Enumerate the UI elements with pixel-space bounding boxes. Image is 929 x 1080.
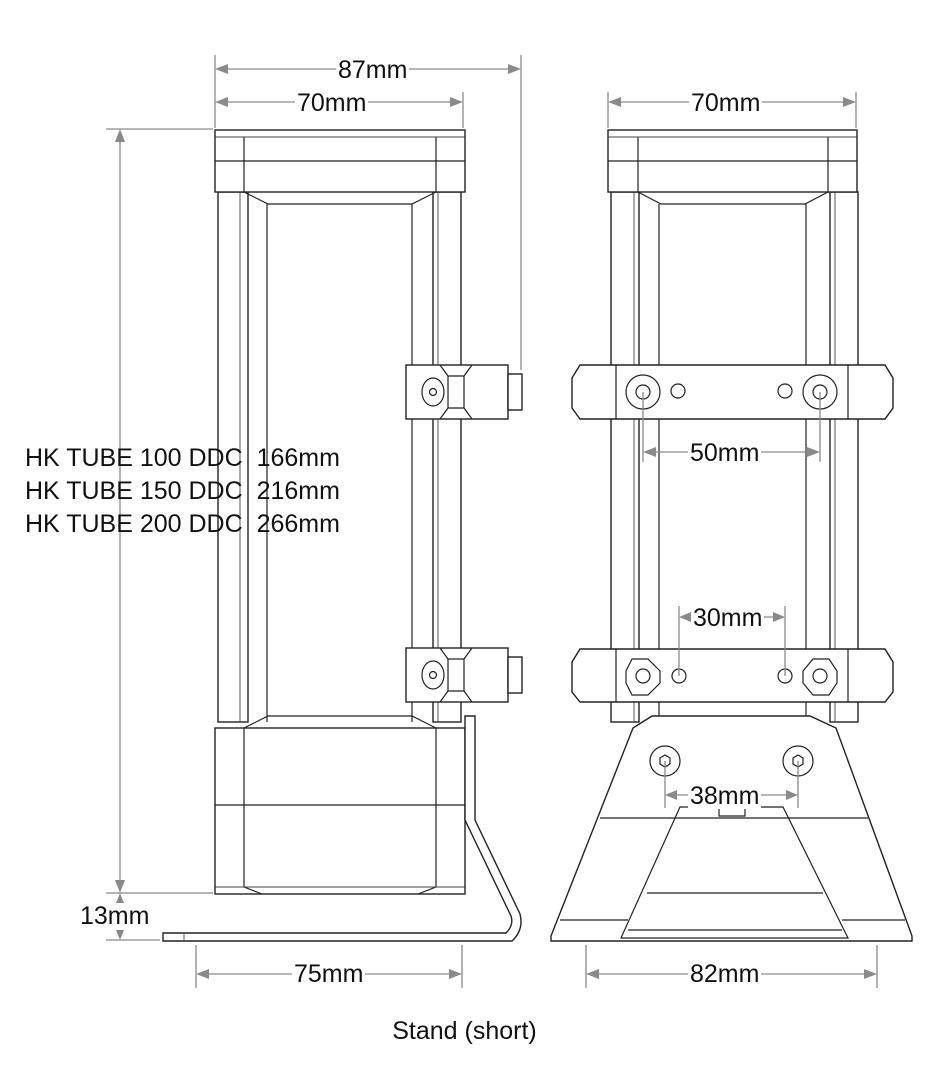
dim-foot-length: 75mm <box>292 960 366 988</box>
dim-foot-offset: 13mm <box>78 902 152 930</box>
drawing-caption: Stand (short) <box>392 1017 537 1045</box>
side-top-block <box>214 129 466 205</box>
dim-base-screw-spacing: 38mm <box>688 782 762 810</box>
dim-front-top-width: 70mm <box>689 89 763 117</box>
model-height: 166mm <box>256 444 340 472</box>
height-row-200: HK TUBE 200 DDC 266mm <box>25 509 340 539</box>
side-view <box>162 129 523 942</box>
model-height: 266mm <box>256 510 340 538</box>
dim-base-width: 82mm <box>688 960 762 988</box>
front-clamp-upper <box>571 364 894 420</box>
model-height: 216mm <box>256 477 340 505</box>
model-name: HK TUBE 150 DDC <box>25 477 243 505</box>
height-row-150: HK TUBE 150 DDC 216mm <box>25 476 340 506</box>
side-clamp-upper <box>405 364 523 420</box>
side-bottom-block <box>214 715 466 895</box>
front-base <box>550 715 913 942</box>
dim-overall-depth: 87mm <box>336 56 410 84</box>
model-name: HK TUBE 100 DDC <box>25 444 243 472</box>
model-name: HK TUBE 200 DDC <box>25 510 243 538</box>
height-row-100: HK TUBE 100 DDC 166mm <box>25 443 340 473</box>
dim-side-top-width: 70mm <box>295 89 369 117</box>
dim-upper-hole-spacing: 50mm <box>688 439 762 467</box>
front-clamp-lower <box>571 648 894 703</box>
front-view <box>550 129 913 942</box>
dim-lower-hole-spacing: 30mm <box>691 604 765 632</box>
side-clamp-lower <box>405 647 523 703</box>
front-top-block <box>607 129 858 205</box>
side-foot-plate <box>162 715 522 942</box>
front-rails <box>610 191 859 723</box>
